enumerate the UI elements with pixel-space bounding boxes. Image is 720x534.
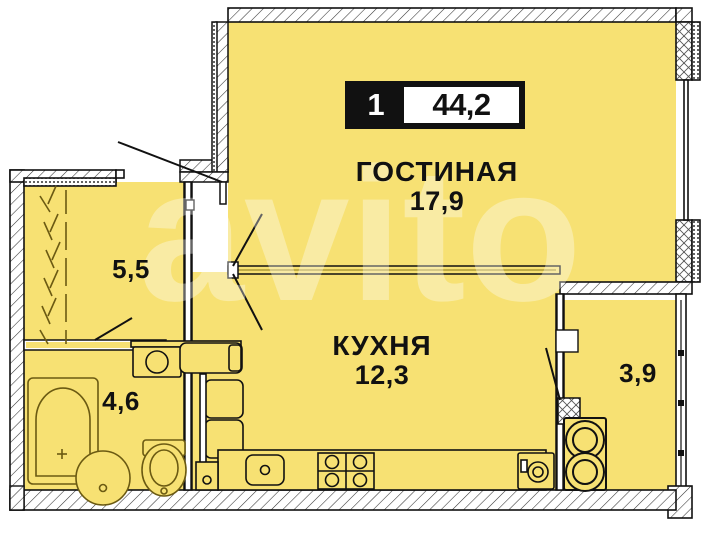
- wall-loggia-top-b: [23, 177, 117, 187]
- cabinet-upper-knob: [145, 350, 169, 374]
- hall-cabinets: [130, 340, 244, 465]
- wall-hall-left: [183, 181, 193, 491]
- wall-kitchen-right: [555, 293, 565, 491]
- loggia-door-leaf: [94, 317, 133, 341]
- wall-left: [9, 169, 25, 511]
- bathtub-inner: [35, 387, 91, 477]
- wall-entry-bottom: [179, 171, 229, 183]
- misc-elements: [9, 199, 579, 511]
- wardrobe-cabinet-upper: [179, 342, 243, 374]
- beam-post: [227, 261, 239, 279]
- wall-right-pier-lower: [675, 219, 693, 283]
- wall-loggia-top-cap: [115, 169, 125, 179]
- toilet-flush: [160, 487, 168, 495]
- washbasin-bowl: [75, 450, 131, 506]
- room-fill-loggia-left: [24, 182, 190, 348]
- niche-top-right-kitchen: [555, 329, 579, 353]
- wall-right-insul-lower: [691, 219, 701, 283]
- exterior-walls: [9, 7, 701, 519]
- boiler-unit-lower-inner: [572, 459, 598, 485]
- wall-bathroom-top-shade: [26, 342, 164, 348]
- room-fill-kitchen: [190, 272, 560, 490]
- wall-right-insul-upper: [691, 21, 701, 81]
- wardrobe-cabinet-upper-side: [228, 344, 242, 372]
- glazing-mullion-2: [678, 400, 684, 406]
- wall-balcony-top: [559, 281, 693, 295]
- balcony-door-leaf: [545, 347, 561, 401]
- burner-tr: [352, 454, 368, 470]
- burner-tl: [324, 454, 340, 470]
- washing-machine-panel: [520, 459, 528, 473]
- wardrobe-column: [199, 373, 207, 465]
- wall-entry-jamb: [219, 181, 227, 205]
- glazing-right-upper: [683, 79, 689, 221]
- double-door-leaf-upper: [232, 213, 263, 267]
- washing-machine-door-inner: [532, 466, 544, 478]
- loggia-glazing-marks: [39, 185, 67, 345]
- double-door-leaf-lower: [232, 273, 263, 331]
- glazing-mullion-3: [678, 450, 684, 456]
- entry-door-leaf: [117, 141, 223, 183]
- boiler-unit-upper-inner: [572, 427, 598, 453]
- wall-entry-vert: [215, 21, 229, 173]
- glazing-mullion-1: [678, 350, 684, 356]
- toilet-seat: [149, 449, 179, 487]
- wall-right-upper: [675, 7, 693, 23]
- balcony-units: [563, 417, 607, 492]
- room-fill-living-room: [228, 22, 676, 290]
- wall-nib-bottom-left: [9, 485, 25, 511]
- burner-bl: [324, 472, 340, 488]
- wall-right-pier-upper: [675, 21, 693, 81]
- burner-br: [352, 472, 368, 488]
- kitchen-sink-drain: [259, 464, 271, 476]
- riser-duct: [185, 199, 195, 211]
- doors: [94, 141, 561, 401]
- washbasin-drain: [98, 483, 108, 493]
- wall-top: [227, 7, 677, 23]
- kitchen-units: [195, 449, 555, 491]
- base-unit-knob: [202, 475, 212, 485]
- wardrobe-cabinet-middle: [204, 379, 244, 419]
- bathroom-fixtures: [27, 377, 187, 506]
- wall-entry-vert-insul: [211, 21, 218, 173]
